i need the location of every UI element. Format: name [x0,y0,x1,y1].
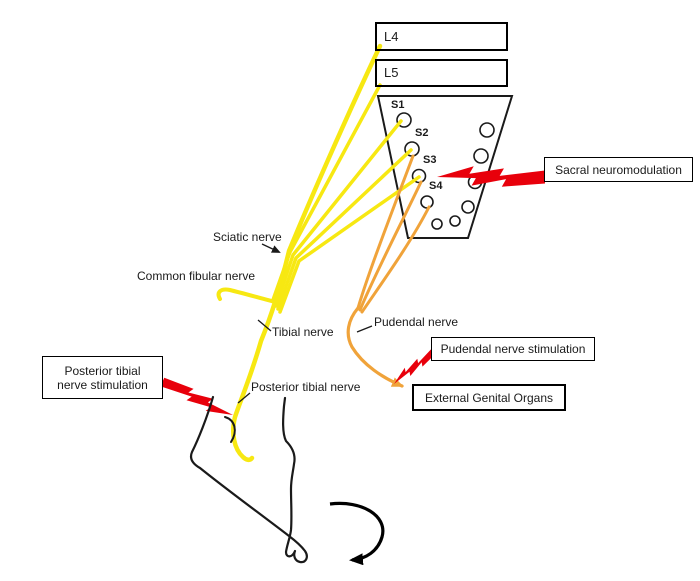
pudendal-leader-line [356,325,373,333]
external-genital-organs-label: External Genital Organs [424,390,554,405]
ptns-lightning-bolt-icon [159,375,236,423]
pudendal-s4-path [360,205,431,314]
sciatic-leader-line [261,243,281,253]
rotation-arrow [329,501,385,566]
foot-outline-group [189,395,308,564]
pudendal-nerve-label: Pudendal nerve [374,315,459,329]
ptns-label-line2: nerve stimulation [57,377,148,392]
sacrum-group [376,95,514,239]
sciatic-nerve-label: Sciatic nerve [213,230,282,244]
tibial-leader-line [257,319,272,332]
common-fibular-nerve-label: Common fibular nerve [137,269,256,283]
tibial-nerve-path [231,43,383,463]
vertebra-l4-label: L4 [384,28,399,44]
foramen-right-circle [479,122,495,138]
pudendal-nerve-stimulation-label: Pudendal nerve stimulation [440,342,586,356]
sacral-neuromodulation-box: Sacral neuromodulation [544,157,693,182]
foramen-s2-label: S2 [415,127,429,139]
s2-root-path [276,148,413,311]
s3-root-path [278,175,421,314]
foramen-right-circle [461,200,475,214]
foramen-s1-label: S1 [391,99,405,111]
vertebra-l4-box: L4 [375,22,508,51]
sacral-neuromodulation-label: Sacral neuromodulation [555,162,682,177]
l5-root-path [271,83,382,302]
posterior-tibial-stimulation-box: Posterior tibial nerve stimulation [42,356,163,399]
pudendal-nerve-stimulation-box: Pudendal nerve stimulation [431,337,595,361]
foramen-bottom-circle [431,218,443,230]
orange-nerve-group [346,154,431,388]
ptns-label-line1: Posterior tibial [64,363,141,378]
posterior-tibial-leader-line [237,392,251,404]
tibial-nerve-label: Tibial nerve [272,325,334,339]
posterior-tibial-nerve-label: Posterior tibial nerve [251,380,361,394]
foramen-s4-label: S4 [429,180,443,192]
pudendal-nerve-path [346,306,404,388]
yellow-nerve-group [216,43,421,463]
ankle-malleolus-path [224,416,236,443]
common-fibular-nerve-path [216,287,281,305]
vertebra-l5-box: L5 [375,59,508,87]
external-genital-organs-box: External Genital Organs [412,384,566,411]
foramen-s3-label: S3 [423,154,437,166]
foramen-right-circle [473,148,489,164]
leader-line-group [237,243,373,404]
vertebra-l5-label: L5 [384,65,399,80]
pudendal-s3-path [358,180,423,312]
s1-root-path [274,119,403,308]
foramen-s4-circle [420,195,434,209]
foramen-bottom-circle [449,215,461,227]
pudendal-s2-path [356,154,415,310]
foot-outline-path [189,395,308,564]
